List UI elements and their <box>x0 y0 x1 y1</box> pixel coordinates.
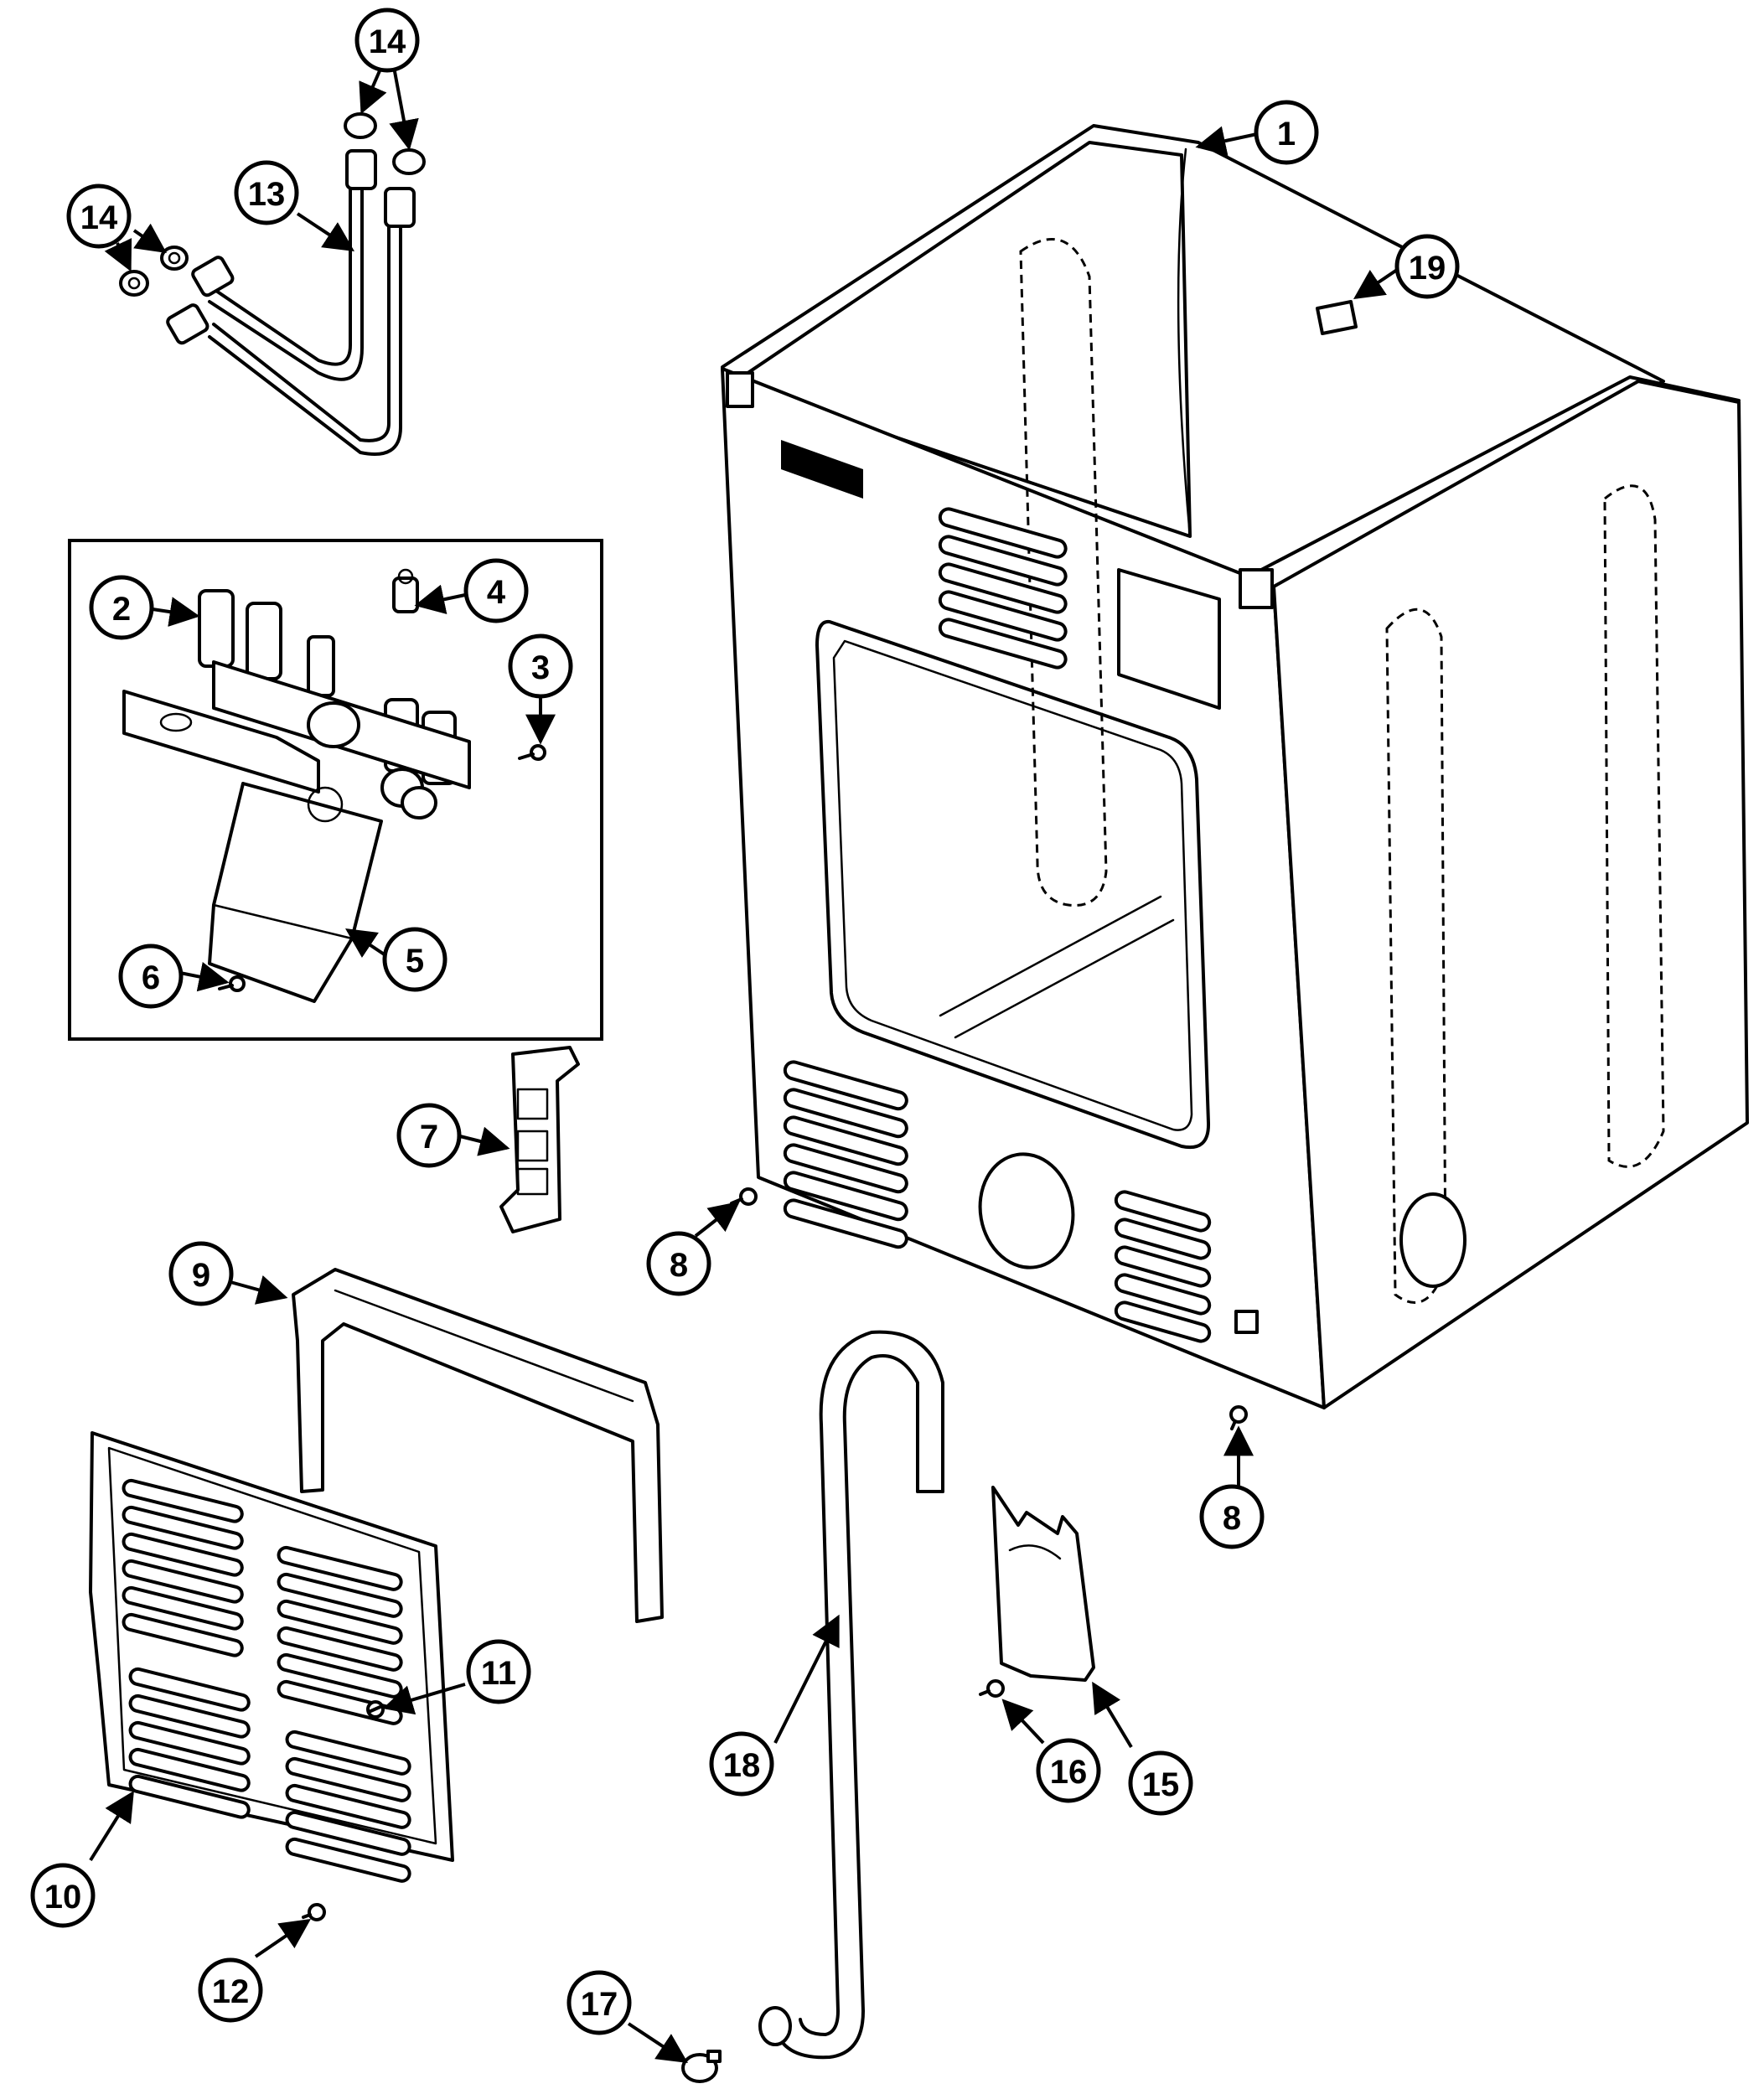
callout-18-label: 18 <box>723 1747 761 1784</box>
cabinet-louvers-lower-left <box>783 1060 908 1249</box>
guard-part-15 <box>991 1486 1095 1682</box>
valve-inset-box <box>68 539 603 1041</box>
grille-part-10 <box>89 1431 454 1883</box>
callout-10: 10 <box>30 1863 96 1928</box>
callout-17-label: 17 <box>581 1986 618 2023</box>
callout-10-label: 10 <box>44 1879 82 1916</box>
cabinet-louvers-upper <box>938 507 1068 670</box>
callout-15: 15 <box>1128 1750 1193 1816</box>
callout-13-label: 13 <box>248 176 286 213</box>
callout-5: 5 <box>382 927 447 992</box>
callout-6: 6 <box>118 944 184 1009</box>
callout-18: 18 <box>709 1731 774 1797</box>
callout-16-label: 16 <box>1050 1754 1088 1791</box>
clamp-part-17 <box>681 2050 722 2083</box>
callout-12-label: 12 <box>212 1973 250 2010</box>
callout-9-label: 9 <box>192 1257 210 1294</box>
callout-4-label: 4 <box>487 574 506 611</box>
callout-4: 4 <box>463 558 529 623</box>
callout-2-label: 2 <box>112 591 131 628</box>
callout-14-left: 14 <box>66 184 132 249</box>
callout-11: 11 <box>466 1639 531 1704</box>
callout-6-label: 6 <box>142 959 160 996</box>
drain-hose-part-18 <box>758 1330 944 2060</box>
callout-9: 9 <box>168 1241 234 1306</box>
callout-1: 1 <box>1254 100 1319 165</box>
inlet-hoses <box>119 112 426 456</box>
callout-12: 12 <box>198 1957 263 2023</box>
callout-15-label: 15 <box>1142 1766 1180 1803</box>
callout-14-left-label: 14 <box>80 199 118 236</box>
callout-7: 7 <box>396 1103 462 1168</box>
callout-8-left-label: 8 <box>670 1247 688 1284</box>
callout-16: 16 <box>1036 1738 1101 1803</box>
callout-17: 17 <box>566 1970 632 2035</box>
callout-14-top-label: 14 <box>369 23 406 60</box>
callout-11-label: 11 <box>481 1655 516 1692</box>
callout-2: 2 <box>89 575 154 640</box>
screws <box>302 1187 1248 1921</box>
callout-3: 3 <box>508 633 573 699</box>
bracket-part-7 <box>499 1046 580 1233</box>
callout-19-label: 19 <box>1409 250 1446 287</box>
callout-3-label: 3 <box>531 649 550 686</box>
callout-8-right: 8 <box>1199 1484 1265 1549</box>
callout-7-label: 7 <box>420 1119 438 1156</box>
leader-lines <box>89 66 1401 2063</box>
cabinet-louvers-lower-right <box>1114 1190 1212 1343</box>
grille-louvers-right <box>277 1545 411 1883</box>
callout-8-right-label: 8 <box>1223 1500 1241 1537</box>
callout-13: 13 <box>234 160 299 225</box>
callout-8-left: 8 <box>646 1231 711 1296</box>
callout-1-label: 1 <box>1277 116 1296 153</box>
callout-14-top: 14 <box>354 8 420 73</box>
cabinet <box>721 124 1749 1409</box>
callout-5-label: 5 <box>406 943 424 980</box>
grille-louvers-left <box>122 1478 251 1819</box>
frame-part-9 <box>292 1268 664 1623</box>
callout-19: 19 <box>1394 234 1460 299</box>
plug-part-19 <box>1316 300 1358 335</box>
